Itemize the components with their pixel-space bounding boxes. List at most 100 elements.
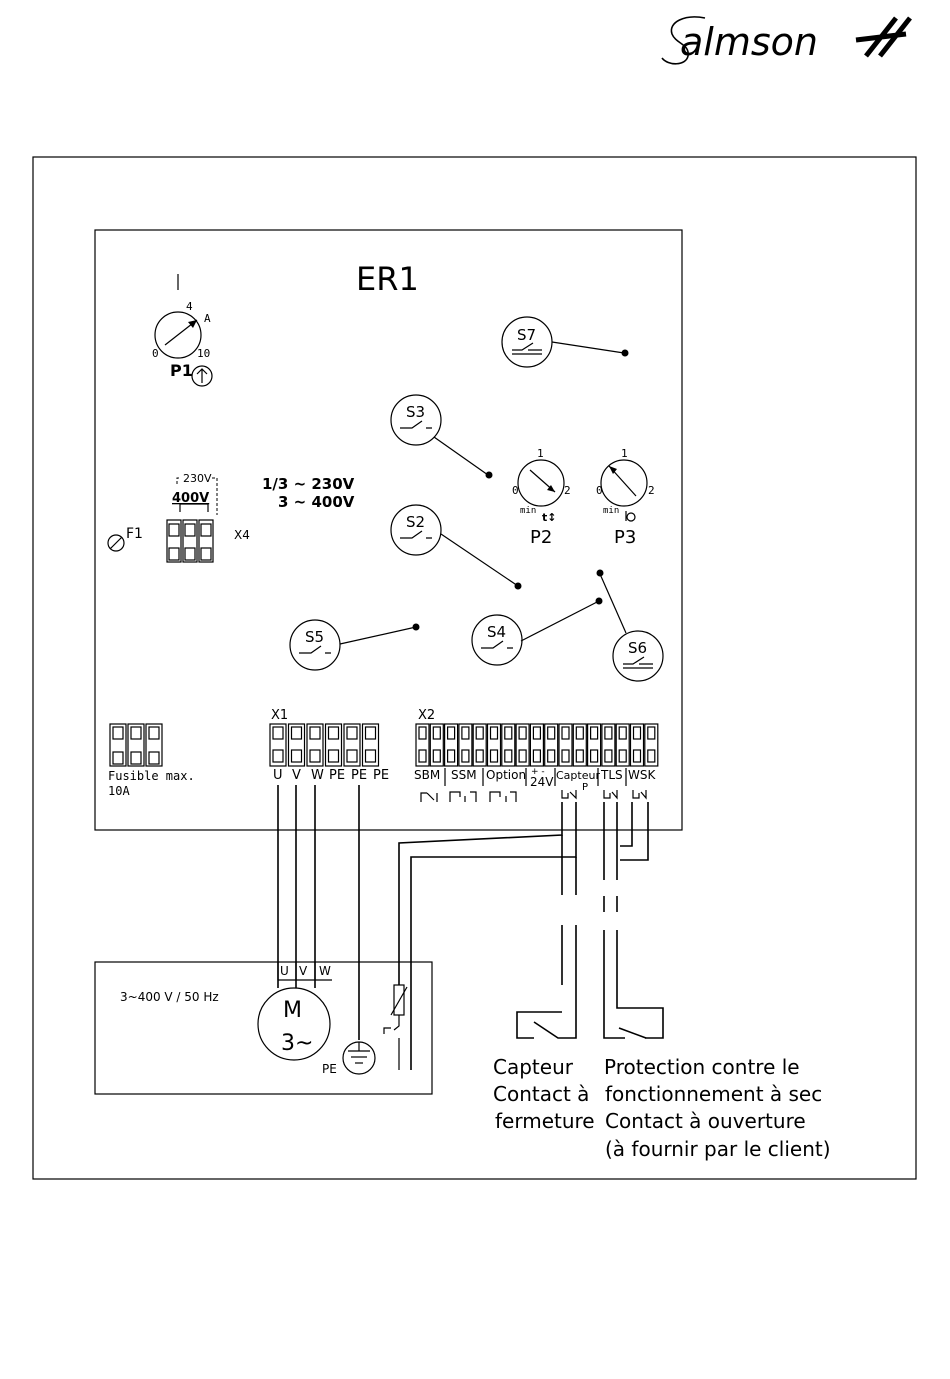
logo-wordmark: almson — [680, 20, 818, 64]
svg-text:P1: P1 — [170, 361, 193, 380]
svg-text:Protection contre le: Protection contre le — [604, 1055, 800, 1079]
svg-text:PE: PE — [329, 768, 345, 783]
salmson-logo: almson — [661, 16, 912, 65]
svg-text:Capteur: Capteur — [556, 769, 600, 782]
svg-text:PE: PE — [351, 768, 367, 783]
fuse-icon — [107, 534, 125, 552]
dry-run-contact-symbol — [603, 985, 664, 1039]
svg-text:U: U — [280, 964, 289, 978]
x1-terminal — [306, 723, 324, 767]
outer-frame — [32, 156, 917, 1180]
pump-symbol-icon — [191, 365, 213, 387]
svg-text:P: P — [582, 782, 588, 793]
svg-text:fonctionnement à sec: fonctionnement à sec — [605, 1082, 822, 1106]
svg-text:3~400 V / 50 Hz: 3~400 V / 50 Hz — [120, 990, 219, 1004]
svg-text:1: 1 — [621, 447, 628, 460]
svg-text:WSK: WSK — [628, 768, 656, 782]
ammeter-p1: 0 4 10 A P1 — [152, 274, 213, 387]
x2-terminal — [601, 723, 616, 767]
x2-terminal — [615, 723, 630, 767]
svg-text:24V: 24V — [530, 775, 554, 789]
motor-symbol: M 3~ — [257, 987, 331, 1061]
svg-text:A: A — [204, 312, 211, 325]
svg-text:(à fournir par le client): (à fournir par le client) — [605, 1137, 831, 1161]
fuse-holders — [109, 723, 163, 767]
switch-s7: S7 — [501, 316, 629, 368]
earth-symbol-icon — [342, 1041, 376, 1075]
x1-terminal — [324, 723, 343, 767]
svg-text:4: 4 — [186, 300, 193, 313]
svg-text:400V: 400V — [172, 491, 209, 506]
svg-text:X1: X1 — [271, 708, 288, 723]
x2-terminal — [558, 723, 573, 767]
x2-terminal — [458, 723, 473, 767]
x2-terminal — [529, 723, 545, 767]
switch-s2: S2 — [390, 504, 522, 590]
dry-run-caption: Protection contre le fonctionnement à se… — [604, 1055, 831, 1161]
x1-terminal — [343, 723, 361, 767]
svg-text:S5: S5 — [305, 628, 324, 646]
x2-terminal — [572, 723, 587, 767]
x2-terminal-block: X2 SBM SSM Option + - 24V Capteur P TLS … — [414, 708, 659, 802]
svg-text:W: W — [319, 964, 331, 978]
svg-text:+ -: + - — [531, 767, 545, 777]
svg-text:W: W — [311, 768, 324, 783]
svg-text:0: 0 — [152, 347, 159, 360]
voltage-selector-x4: 230V 400V X4 — [166, 472, 250, 563]
svg-text:SSM: SSM — [451, 768, 477, 782]
x2-terminal — [629, 723, 645, 767]
potentiometer-p2: 1 0 2 min t↕ P2 — [512, 447, 571, 548]
switch-s5: S5 — [289, 619, 420, 671]
x2-terminal — [429, 723, 444, 767]
time-delay-icon: t↕ — [542, 511, 556, 524]
thermal-contact-icon — [383, 984, 408, 1070]
x1-terminal — [269, 723, 287, 767]
switch-s4: S4 — [471, 597, 603, 666]
x2-terminal — [515, 723, 530, 767]
svg-text:2: 2 — [648, 484, 655, 497]
svg-text:P2: P2 — [530, 527, 552, 548]
svg-text:Contact à ouverture: Contact à ouverture — [605, 1109, 806, 1133]
svg-text:min: min — [603, 506, 619, 516]
potentiometer-p3: 1 0 2 min P3 — [596, 447, 655, 548]
x2-terminal — [415, 723, 430, 767]
sensor-cables — [561, 835, 577, 1012]
svg-text:PE: PE — [373, 768, 389, 783]
sensor-contact-symbol — [516, 1011, 577, 1039]
svg-text:Capteur: Capteur — [493, 1055, 574, 1079]
svg-text:fermeture: fermeture — [495, 1109, 595, 1133]
svg-text:3 ~ 400V: 3 ~ 400V — [278, 493, 355, 511]
svg-text:U: U — [273, 768, 283, 783]
x2-terminal — [644, 723, 659, 767]
svg-text:S6: S6 — [628, 639, 647, 657]
x1-terminal — [287, 723, 306, 767]
panel-title: ER1 — [356, 260, 419, 298]
svg-text:V: V — [292, 768, 301, 783]
svg-text:Contact à: Contact à — [493, 1082, 589, 1106]
svg-text:SBM: SBM — [414, 768, 440, 782]
svg-text:Fusible max.: Fusible max. — [108, 769, 195, 783]
x2-terminal — [472, 723, 487, 767]
dry-run-cables — [603, 802, 649, 1012]
svg-text:S4: S4 — [487, 623, 506, 641]
motor-box — [94, 961, 433, 1095]
fuse-f1: F1 — [107, 526, 143, 552]
svg-text:0: 0 — [596, 484, 603, 497]
svg-text:10A: 10A — [108, 784, 130, 798]
svg-text:10: 10 — [197, 347, 210, 360]
x2-terminal — [501, 723, 516, 767]
svg-text:Option: Option — [486, 768, 526, 782]
control-panel-box — [94, 229, 683, 831]
svg-text:M: M — [283, 998, 302, 1023]
x2-terminal — [586, 723, 602, 767]
svg-text:S7: S7 — [517, 326, 536, 344]
svg-text:230V: 230V — [183, 472, 212, 485]
x4-terminal-block — [166, 519, 214, 563]
timer-icon — [626, 512, 636, 522]
svg-text:S2: S2 — [406, 513, 425, 531]
x1-terminal-block: X1 U V W PE PE PE — [269, 708, 389, 783]
x2-terminal — [544, 723, 559, 767]
svg-text:X2: X2 — [418, 708, 435, 723]
svg-text:2: 2 — [564, 484, 571, 497]
